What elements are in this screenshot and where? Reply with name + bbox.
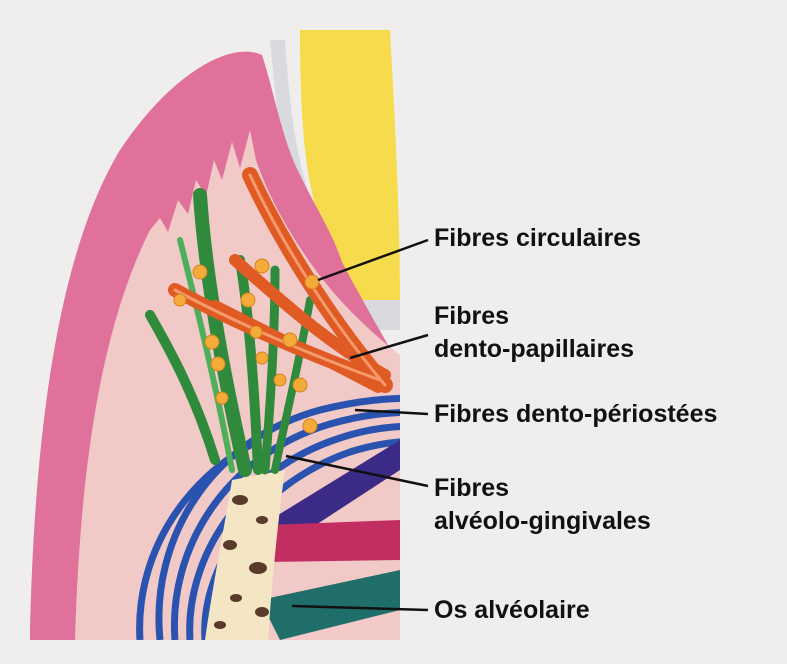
label-alveolo-gingival-line2: alvéolo-gingivales: [434, 505, 651, 538]
label-alveolo-gingival-fibers: Fibres alvéolo-gingivales: [434, 472, 651, 538]
label-alveolar-bone: Os alvéolaire: [434, 594, 590, 627]
horizontal-fibers: [268, 520, 400, 562]
label-dento-periosteal-fibers: Fibres dento-périostées: [434, 398, 717, 431]
label-circular-fibers: Fibres circulaires: [434, 222, 641, 255]
label-alveolo-gingival-line1: Fibres: [434, 472, 651, 505]
label-dento-papillary-fibers: Fibres dento-papillaires: [434, 300, 634, 366]
label-dento-papillary-line2: dento-papillaires: [434, 333, 634, 366]
label-dento-papillary-line1: Fibres: [434, 300, 634, 333]
